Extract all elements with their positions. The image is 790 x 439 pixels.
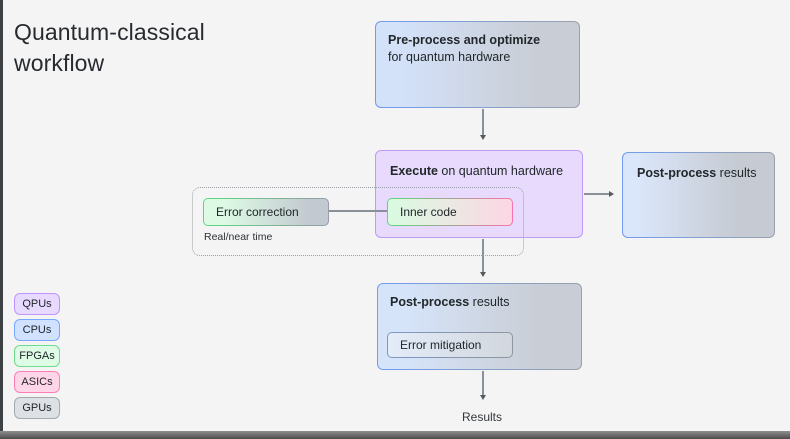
screenshot-bottom-band [0, 431, 790, 439]
arrow-execute-to-postprocess-bottom [480, 239, 485, 277]
legend-tag-asics: ASICs [14, 371, 60, 393]
page-title: Quantum-classical workflow [14, 17, 205, 79]
chip-inner-code-label: Inner code [400, 205, 457, 219]
node-postprocess-bottom-title: Post-process [390, 295, 470, 309]
node-execute-title: Execute [390, 164, 438, 178]
connector-error-correction-to-inner-code [329, 210, 387, 212]
node-postprocess-bottom-title-rest: results [469, 295, 510, 309]
arrow-execute-to-postprocess-right [584, 191, 614, 196]
node-preprocess-subtitle: for quantum hardware [388, 50, 511, 64]
page-title-line2: workflow [14, 50, 105, 76]
arrow-postprocess-to-results [480, 371, 485, 400]
screenshot-left-edge [0, 0, 3, 431]
node-execute-title-rest: on quantum hardware [437, 164, 564, 178]
realtime-group-caption: Real/near time [204, 231, 273, 243]
chip-inner-code: Inner code [387, 198, 513, 226]
node-preprocess: Pre-process and optimize for quantum har… [375, 21, 580, 108]
legend-tag-asics-label: ASICs [21, 376, 53, 388]
legend-tag-fpgas: FPGAs [14, 345, 60, 367]
chip-error-correction: Error correction [203, 198, 329, 226]
legend-tag-qpus-label: QPUs [22, 298, 52, 310]
legend-tag-gpus: GPUs [14, 397, 60, 419]
legend-tag-fpgas-label: FPGAs [19, 350, 55, 362]
legend-tag-cpus-label: CPUs [22, 324, 52, 336]
page-title-line1: Quantum-classical [14, 19, 205, 45]
node-postprocess-right: Post-process results [622, 152, 775, 238]
legend-tag-gpus-label: GPUs [22, 402, 52, 414]
arrow-preprocess-to-execute [480, 109, 485, 140]
results-label: Results [461, 410, 502, 424]
legend-tag-cpus: CPUs [14, 319, 60, 341]
chip-error-correction-label: Error correction [216, 205, 299, 219]
chip-error-mitigation: Error mitigation [387, 332, 513, 358]
legend-tag-qpus: QPUs [14, 293, 60, 315]
node-preprocess-title: Pre-process and optimize [388, 33, 541, 47]
chip-error-mitigation-label: Error mitigation [400, 338, 482, 352]
node-postprocess-right-title: Post-process [637, 166, 717, 180]
node-postprocess-right-title-rest: results [716, 166, 757, 180]
